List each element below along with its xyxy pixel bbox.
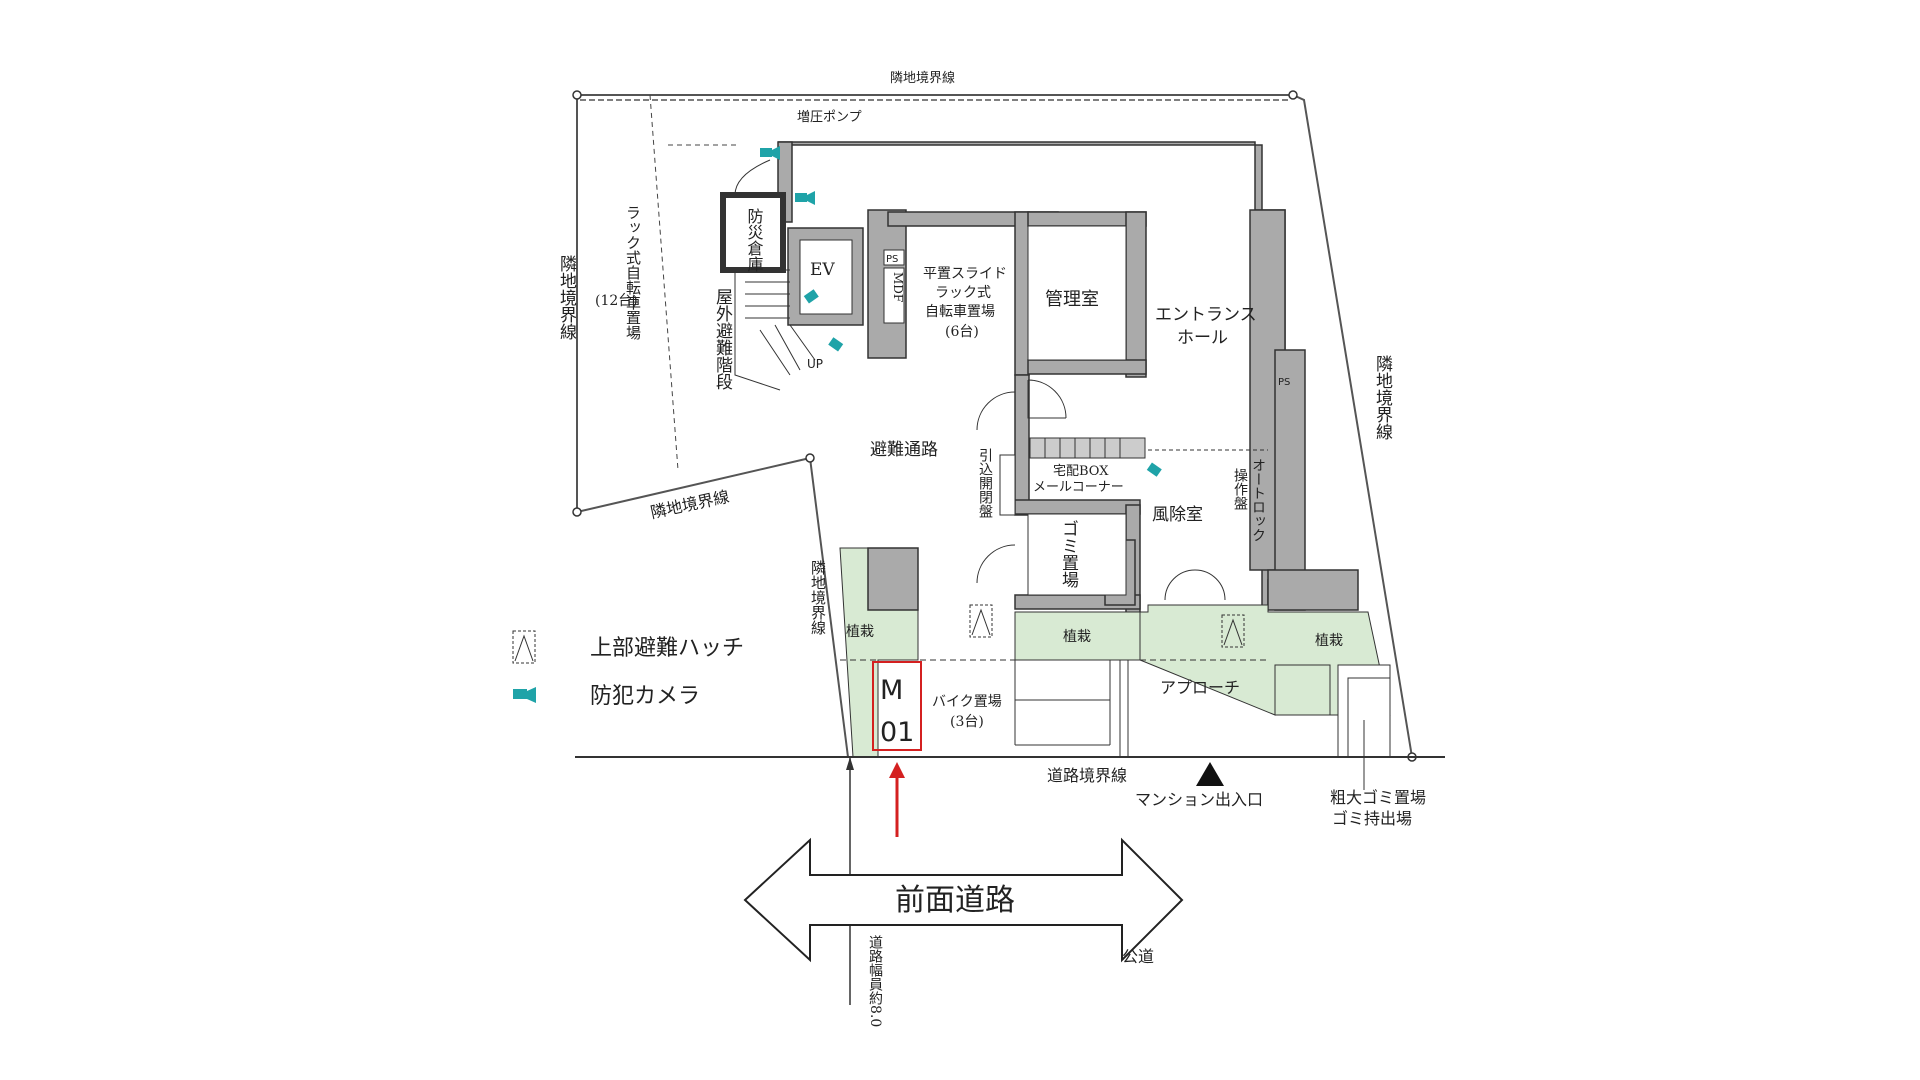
approach-label: アプローチ	[1160, 678, 1240, 697]
right-boundary-label: 隣地境界線	[1372, 355, 1393, 440]
camera-icon	[795, 191, 815, 205]
planting-label-3: 植栽	[1315, 633, 1343, 649]
slide-rack-label-2: ラック式	[935, 285, 991, 301]
top-boundary-label: 隣地境界線	[890, 70, 955, 86]
legend-hatch-label: 上部避難ハッチ	[590, 636, 744, 661]
camera-icons	[513, 146, 1162, 703]
delivery-box-label: 宅配BOX	[1053, 464, 1109, 479]
ps2-label: PS	[1278, 377, 1290, 388]
bike-rack-left-label: ラック式自転車置場	[624, 205, 642, 340]
pump-label: 増圧ポンプ	[797, 110, 862, 125]
entrance-exit-label: マンション出入口	[1135, 790, 1263, 809]
up-label: UP	[807, 357, 823, 371]
slide-rack-count: (6台)	[945, 324, 979, 340]
building-walls	[777, 141, 1359, 616]
bike-rack-left-count: (12台)	[595, 293, 638, 309]
entrance-marker	[1196, 762, 1224, 786]
outdoor-stairs-label: 屋外避難階段	[712, 288, 733, 390]
unit-label-line-2: 01	[880, 717, 914, 748]
bulky-garbage-label-2: ゴミ持出場	[1332, 809, 1412, 828]
inner-left-boundary-label: 隣地境界線	[809, 560, 827, 635]
garbage-label: ゴミ置場	[1058, 520, 1079, 589]
camera-icon	[513, 687, 536, 703]
road-boundary-label: 道路境界線	[1047, 766, 1127, 785]
garbage-room	[1027, 513, 1127, 596]
unit-m01-box	[872, 661, 922, 751]
management-label: 管理室	[1045, 289, 1099, 310]
planting-label-1: 植栽	[846, 624, 874, 640]
legend-camera-label: 防犯カメラ	[590, 684, 700, 709]
entrance-hall-label-2: ホール	[1177, 328, 1228, 348]
ev-label: EV	[810, 260, 835, 280]
evac-route-label: 避難通路	[870, 440, 938, 460]
bike-parking-label: バイク置場	[932, 694, 1002, 710]
camera-icon	[803, 289, 819, 304]
outdoor-stairs	[734, 159, 816, 391]
mail-corner-label: メールコーナー	[1033, 480, 1124, 495]
management-room	[1027, 225, 1127, 361]
slide-rack-label-3: 自転車置場	[925, 303, 995, 320]
ps1-label: PS	[886, 254, 898, 265]
mdf-label: MDF	[891, 272, 905, 302]
camera-icon	[828, 337, 844, 352]
autolock-label: オートロック	[1250, 458, 1266, 542]
road-width-label: 道路幅員約8.0	[867, 935, 883, 1027]
front-road-arrow	[743, 837, 1184, 963]
control-panel-label: 操作盤	[1232, 468, 1248, 510]
front-road-label: 前面道路	[895, 883, 1015, 918]
hatch-symbols	[512, 604, 1245, 664]
panel-label: 引込開閉盤	[977, 448, 993, 518]
public-road-label: 公道	[1122, 947, 1154, 966]
unit-label-line-1: M	[880, 675, 903, 706]
doors	[976, 379, 1226, 601]
left-boundary-label: 隣地境界線	[556, 255, 577, 340]
bike-parking-count: (3台)	[950, 714, 984, 730]
bulky-garbage-label: 粗大ゴミ置場	[1330, 788, 1426, 807]
disaster-storage-label: 防災倉庫	[745, 208, 764, 272]
slide-rack-label: 平置スライド	[923, 266, 1007, 282]
delivery-box	[1029, 437, 1146, 459]
entrance-hall-label: エントランス	[1155, 305, 1257, 325]
camera-icon	[1146, 462, 1162, 477]
elevator	[799, 239, 853, 315]
windbreak-label: 風除室	[1152, 505, 1203, 525]
camera-icon	[760, 146, 780, 160]
planting-label-2: 植栽	[1063, 629, 1091, 645]
